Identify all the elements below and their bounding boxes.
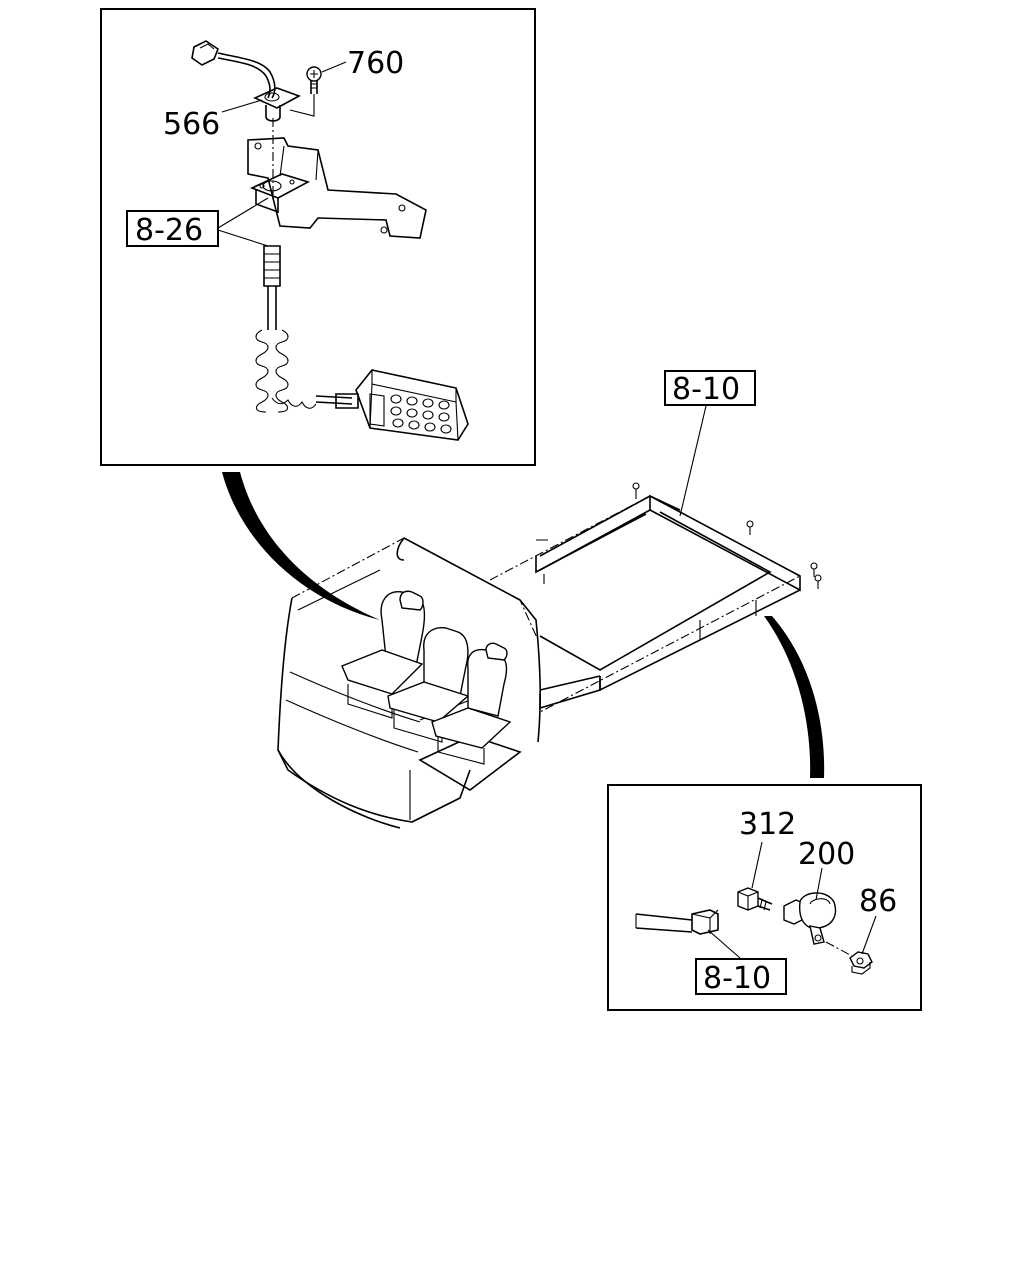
nut-86 xyxy=(849,951,873,975)
ref-box-8-26 xyxy=(126,210,219,247)
leader-8-10-bottom xyxy=(707,929,741,959)
seat-right xyxy=(431,642,512,765)
detail-box-switch: 312 200 86 8-10 xyxy=(607,784,922,1011)
callout-200: 200 xyxy=(798,837,855,872)
leader-566 xyxy=(221,99,263,113)
callout-312: 312 xyxy=(739,807,796,842)
ref-box-8-10-top xyxy=(664,370,756,406)
leader-760 xyxy=(321,61,347,73)
receptacle-plate xyxy=(249,173,311,214)
callout-86: 86 xyxy=(859,884,897,919)
leader-8-26 xyxy=(217,197,269,247)
ref-8-10-bottom: 8-10 xyxy=(703,961,771,996)
assembly-line-nut xyxy=(825,941,853,957)
plug-and-coil-cord xyxy=(255,245,359,413)
callout-760: 760 xyxy=(347,46,404,81)
cable-connector xyxy=(191,40,276,99)
remote-pendant xyxy=(355,369,469,441)
leader-8-10-top xyxy=(679,405,707,517)
detail-box-remote: 760 566 8-26 xyxy=(100,8,536,466)
bolt-312 xyxy=(737,887,773,911)
harness-connector xyxy=(635,909,719,935)
seat-center xyxy=(387,627,470,743)
mounting-bracket xyxy=(247,137,427,239)
pointer-to-cab xyxy=(222,472,380,620)
leader-312 xyxy=(751,841,763,889)
ref-8-26: 8-26 xyxy=(135,213,203,248)
ref-box-8-10-bottom xyxy=(695,958,787,995)
callout-566: 566 xyxy=(163,107,220,142)
pointer-to-switch xyxy=(764,616,825,778)
leader-86 xyxy=(861,915,877,955)
ref-8-10-top: 8-10 xyxy=(672,372,740,407)
leader-200 xyxy=(815,867,823,901)
screw-760 xyxy=(289,66,322,117)
truck-frame xyxy=(489,482,822,713)
truck-cab xyxy=(277,537,541,829)
switch-200 xyxy=(783,892,837,945)
